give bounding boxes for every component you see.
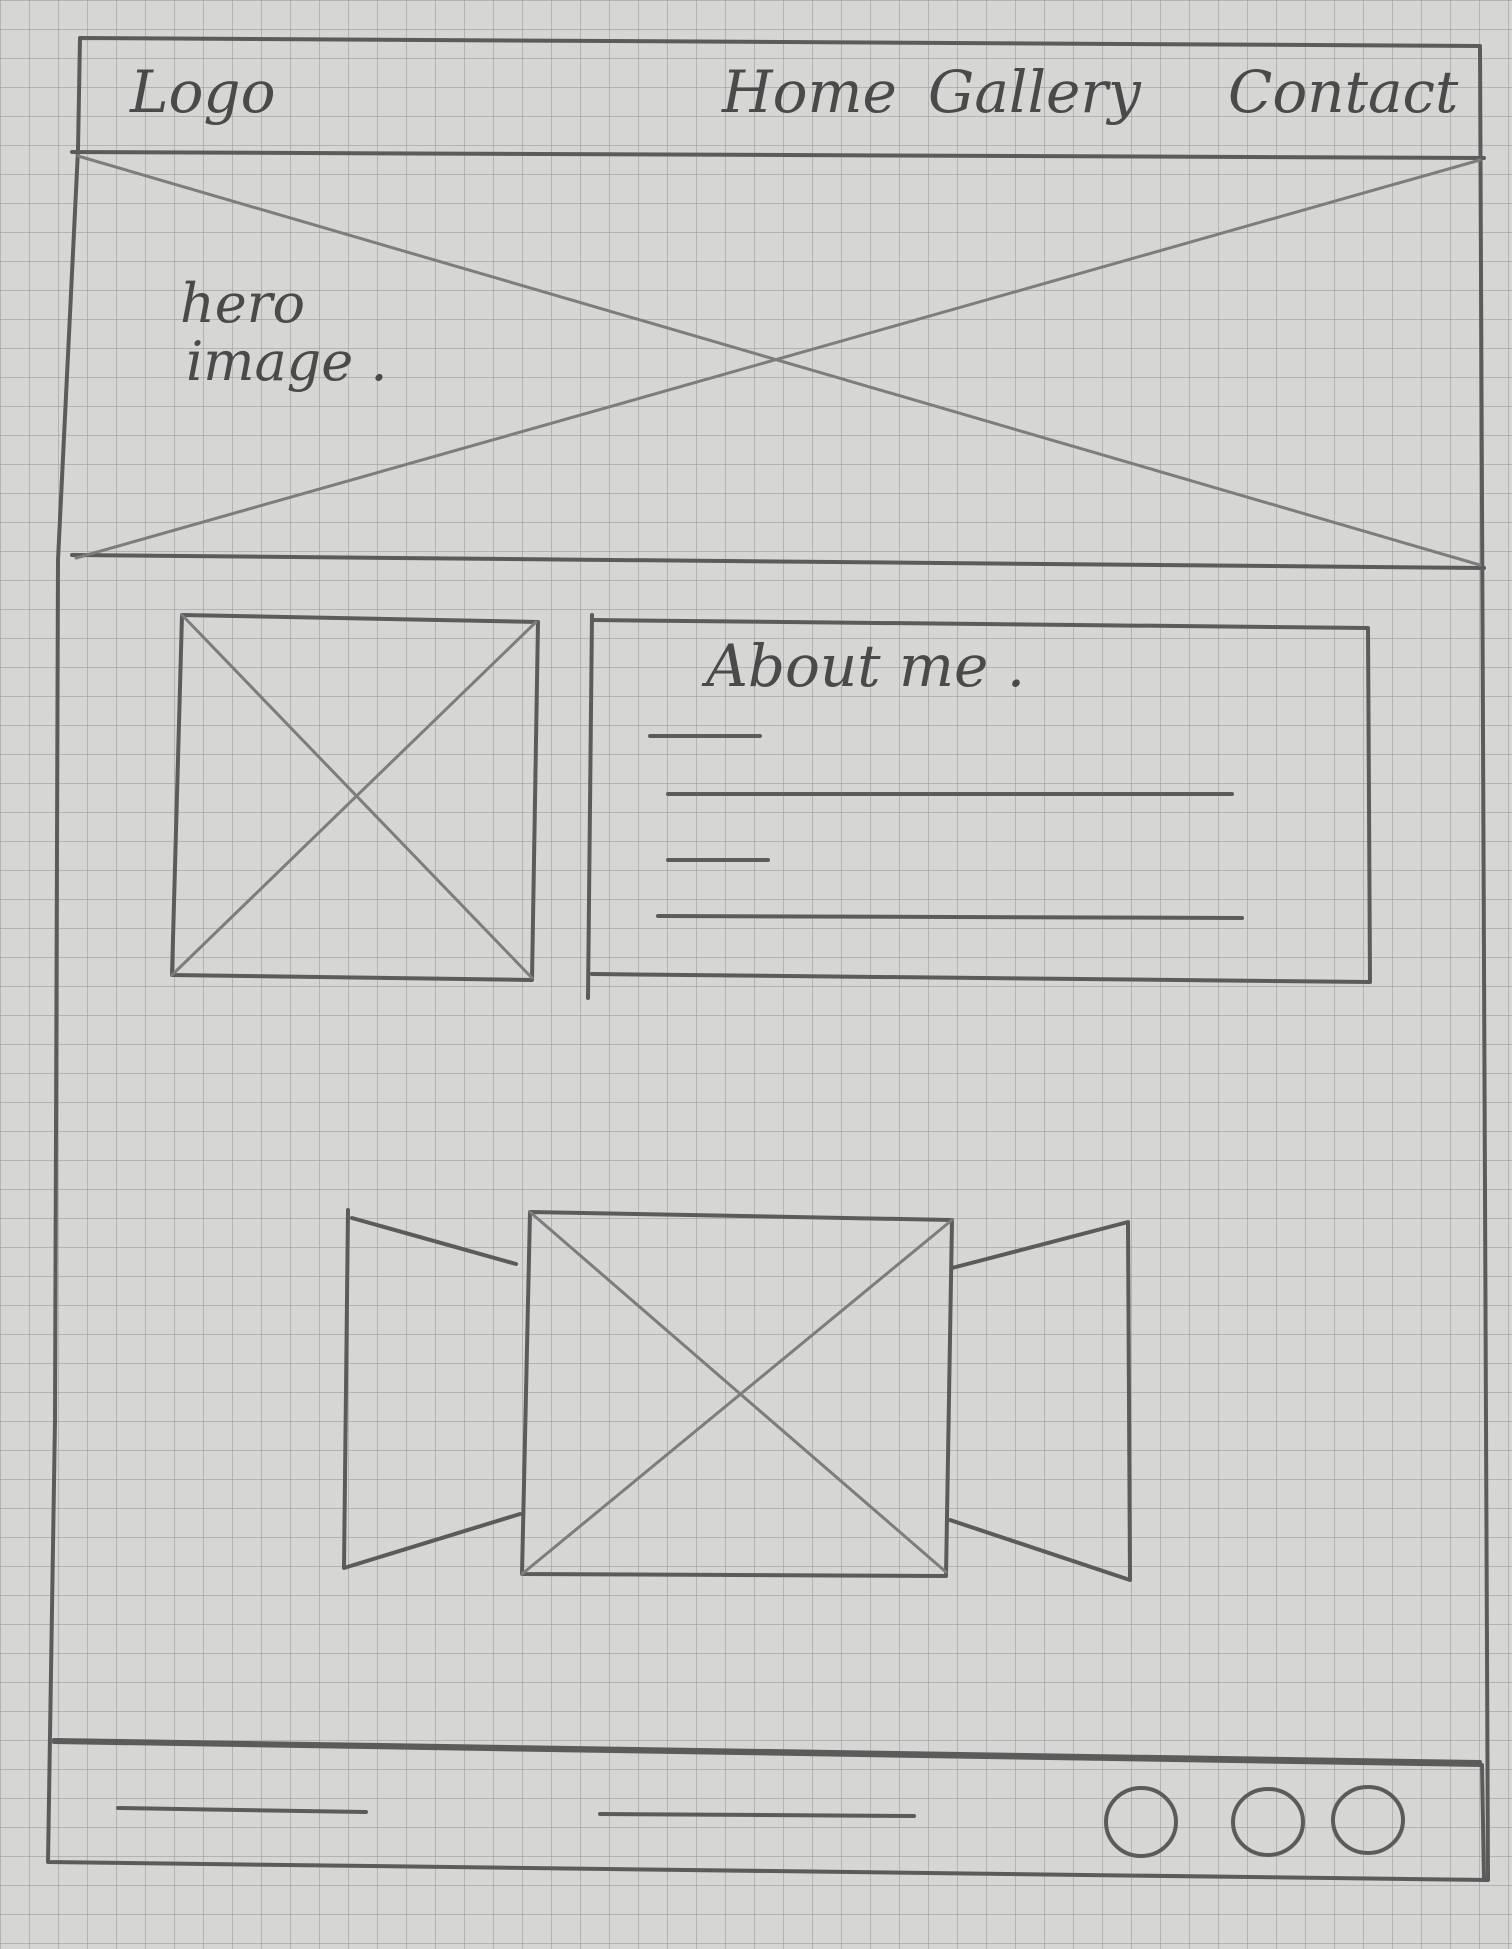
gallery-carousel xyxy=(342,1208,1132,1582)
nav-link-gallery[interactable]: Gallery xyxy=(928,58,1142,126)
nav-link-contact[interactable]: Contact xyxy=(1228,58,1459,126)
text-line-long xyxy=(656,914,1244,920)
hero-label-line2: image . xyxy=(186,330,388,393)
about-image-placeholder xyxy=(170,613,540,982)
about-heading: About me . xyxy=(701,632,1025,700)
footer xyxy=(52,1738,1486,1882)
logo[interactable]: Logo xyxy=(129,58,275,126)
social-icon[interactable] xyxy=(1104,1786,1178,1858)
about-text-block: About me . xyxy=(586,613,1372,1000)
page-frame xyxy=(46,36,1490,1882)
hero-label-line1: hero xyxy=(180,272,305,335)
footer-text-line xyxy=(598,1812,916,1818)
nav-bar: Logo Home Gallery Contact xyxy=(70,58,1486,160)
footer-text-line xyxy=(116,1806,368,1814)
nav-link-home[interactable]: Home xyxy=(721,58,897,126)
social-icon[interactable] xyxy=(1231,1787,1305,1857)
hero-image-placeholder: hero image . xyxy=(70,154,1486,570)
social-icon[interactable] xyxy=(1331,1785,1405,1855)
